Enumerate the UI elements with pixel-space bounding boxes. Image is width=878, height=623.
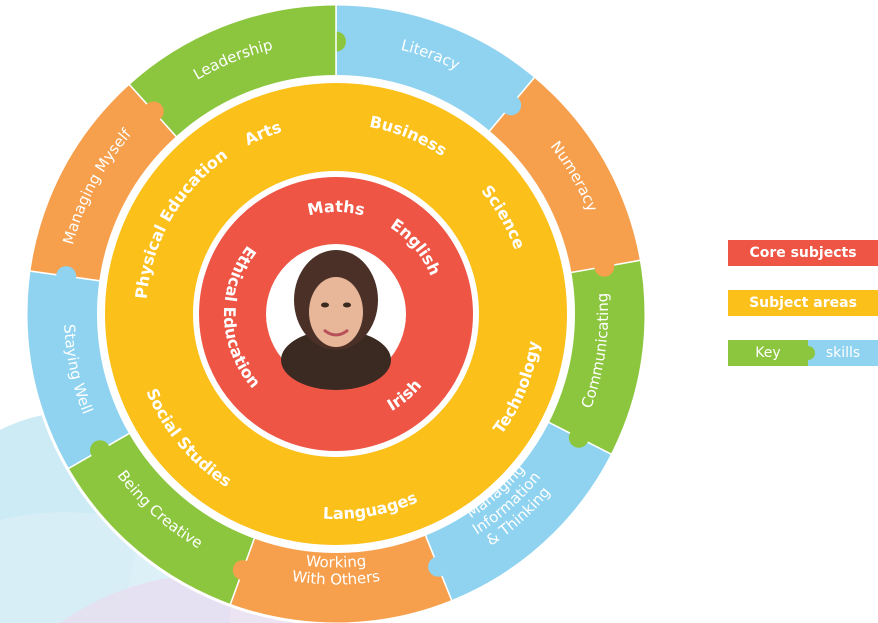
legend-key-skills: Key skills	[728, 340, 878, 366]
legend-core-subjects: Core subjects	[728, 240, 878, 266]
legend-skills-label: skills	[825, 345, 861, 361]
legend-key-label: Key	[755, 345, 781, 361]
core-subject-label: Maths	[306, 197, 367, 220]
outer-rim	[24, 2, 648, 623]
puzzle-knob	[56, 266, 77, 287]
photo-face	[309, 277, 363, 347]
puzzle-knob	[143, 101, 164, 122]
subject-areas-border	[97, 75, 575, 553]
puzzle-knob	[568, 427, 589, 448]
photo-eye-right	[343, 302, 351, 308]
curriculum-wheel: LiteracyNumeracyCommunicatingManagingInf…	[24, 2, 648, 623]
legend-puzzle-knob	[801, 346, 815, 360]
puzzle-knob	[594, 256, 615, 277]
key-skill-label: With Others	[291, 567, 381, 589]
legend-areas-label: Subject areas	[749, 295, 857, 311]
photo-eye-left	[321, 302, 329, 308]
puzzle-knob	[501, 95, 522, 116]
puzzle-knob	[428, 556, 449, 577]
photo-smile	[323, 328, 349, 337]
student-photo	[266, 244, 406, 390]
key-skill-label: Working	[305, 552, 367, 572]
photo-hair-back	[281, 330, 391, 390]
legend-core-label: Core subjects	[749, 245, 857, 261]
puzzle-knob	[90, 440, 111, 461]
puzzle-knob	[232, 560, 253, 581]
legend-key-green: Key	[728, 340, 808, 366]
legend-skills-blue: skills	[808, 340, 878, 366]
key-skills-ring	[24, 2, 648, 623]
legend-subject-areas: Subject areas	[728, 290, 878, 316]
core-subjects-border	[193, 171, 479, 457]
